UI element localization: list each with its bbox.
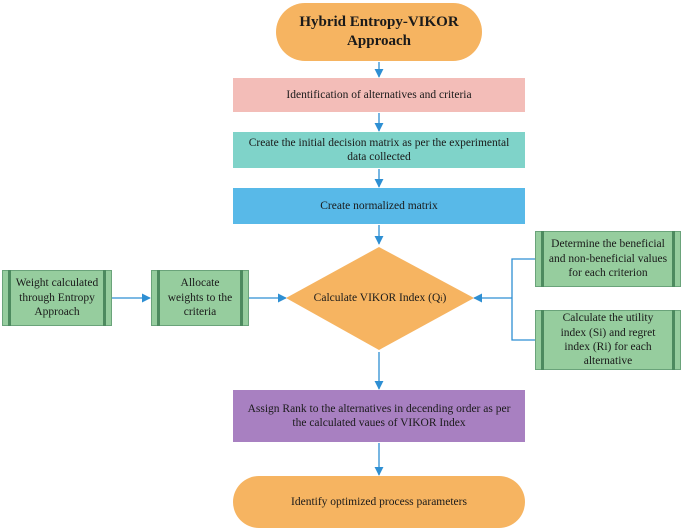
start-line-2: Approach	[347, 33, 411, 49]
weight-line-2: through Entropy	[19, 291, 95, 304]
initial-matrix-line-1: Create the initial decision matrix as pe…	[248, 136, 510, 149]
normalize-step: Create normalized matrix	[233, 188, 525, 224]
allocate-line-1: Allocate	[180, 277, 220, 290]
utility-line-3: index (Ri) for each	[564, 341, 652, 353]
initial-matrix-step: Create the initial decision matrix as pe…	[233, 132, 525, 168]
connector-utility	[511, 298, 535, 341]
utility-line-2: index (Si) and regret	[560, 326, 656, 339]
utility-regret-box: Calculate the utility index (Si) and reg…	[535, 310, 681, 370]
start-terminal: Hybrid Entropy-VIKOR Approach	[276, 3, 482, 61]
rank-line-1: Assign Rank to the alternatives in decen…	[247, 402, 511, 415]
allocate-line-2: weights to the	[167, 291, 233, 304]
utility-line-4: alternative	[583, 355, 633, 368]
start-line-1: Hybrid Entropy-VIKOR	[299, 14, 459, 31]
assign-rank-step: Assign Rank to the alternatives in decen…	[233, 390, 525, 442]
weight-line-3: Approach	[34, 306, 80, 319]
end-terminal: Identify optimized process parameters	[233, 476, 525, 528]
rank-line-2: the calculated vaues of VIKOR Index	[292, 417, 466, 429]
decision-subscript: i	[440, 293, 443, 303]
end-label: Identify optimized process parameters	[291, 495, 467, 508]
allocate-weights-box: Allocate weights to the criteria	[151, 270, 249, 326]
identify-step-label: Identification of alternatives and crite…	[286, 88, 472, 101]
normalize-step-label: Create normalized matrix	[320, 199, 438, 212]
decision-close: )	[442, 292, 447, 304]
connector-beneficial	[511, 258, 535, 298]
identify-step: Identification of alternatives and crite…	[233, 78, 525, 112]
beneficial-values-box: Determine the beneficial and non-benefic…	[535, 231, 681, 287]
weight-calculated-box: Weight calculated through Entropy Approa…	[2, 270, 112, 326]
initial-matrix-line-2: data collected	[347, 151, 411, 163]
decision-diamond	[286, 247, 474, 350]
utility-line-1: Calculate the utility	[562, 312, 654, 325]
beneficial-line-2: and non-beneficial values	[548, 252, 668, 265]
beneficial-line-1: Determine the beneficial	[551, 238, 665, 251]
beneficial-line-3: for each criterion	[568, 267, 648, 280]
allocate-line-3: criteria	[183, 306, 217, 319]
weight-line-1: Weight calculated	[15, 277, 99, 290]
decision-text: Calculate VIKOR Index (Q	[313, 292, 441, 304]
